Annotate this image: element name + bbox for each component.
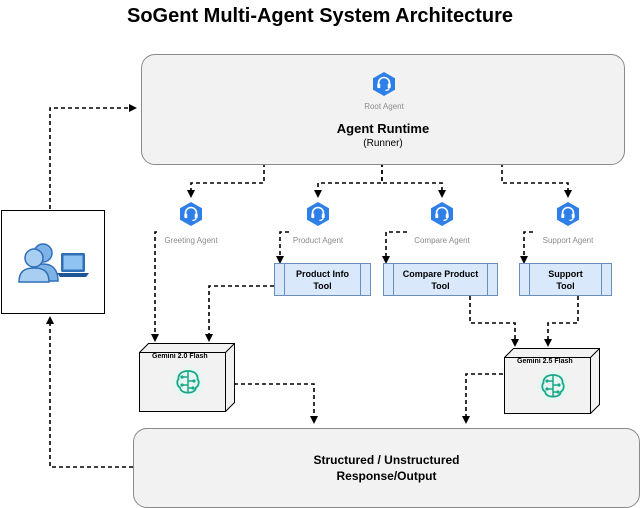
agent-compare[interactable]: Compare Agent bbox=[392, 200, 492, 248]
tool-label-line1: Product Info bbox=[296, 268, 349, 279]
arrow-runtime-compare bbox=[381, 163, 446, 198]
root-agent-label: Root Agent bbox=[364, 102, 404, 111]
tool-label-line2: Tool bbox=[313, 280, 332, 291]
tool-label-line1: Compare Product bbox=[402, 268, 479, 279]
arrow-support-tool bbox=[520, 231, 533, 264]
arrow-supporttool-gemini25 bbox=[544, 296, 579, 347]
agent-label: Greeting Agent bbox=[164, 236, 218, 245]
model-label: Gemini 2.5 Flash bbox=[517, 358, 573, 365]
agent-label: Product Agent bbox=[292, 236, 344, 245]
headset-icon bbox=[557, 202, 579, 226]
tool-label-line2: Tool bbox=[431, 280, 450, 291]
agent-product[interactable]: Product Agent bbox=[268, 200, 368, 248]
headset-icon bbox=[307, 202, 329, 226]
arrow-runtime-support bbox=[501, 163, 572, 198]
arrow-user-to-runtime bbox=[49, 104, 137, 209]
agent-label: Support Agent bbox=[542, 236, 594, 245]
tool-label-line1: Support bbox=[548, 268, 583, 279]
brain-circuit-icon bbox=[172, 366, 204, 398]
brain-circuit-icon bbox=[537, 370, 569, 402]
runtime-subtitle: (Runner) bbox=[363, 138, 403, 149]
arrow-product-tool bbox=[276, 231, 289, 264]
runtime-title: Agent Runtime bbox=[336, 121, 430, 136]
gemini-20-flash-model[interactable]: Gemini 2.0 Flash bbox=[139, 343, 239, 413]
arrow-output-to-user bbox=[46, 316, 133, 468]
headset-icon bbox=[373, 72, 395, 96]
headset-icon bbox=[431, 202, 453, 226]
arrow-runtime-greeting bbox=[187, 163, 265, 198]
output-box[interactable]: Structured / Unstructured Response/Outpu… bbox=[133, 428, 640, 508]
agent-label: Compare Agent bbox=[414, 236, 470, 245]
user-client-box[interactable] bbox=[1, 210, 105, 314]
page-title: SoGent Multi-Agent System Architecture bbox=[127, 5, 513, 27]
model-label: Gemini 2.0 Flash bbox=[152, 353, 208, 360]
gemini-25-flash-model[interactable]: Gemini 2.5 Flash bbox=[504, 348, 604, 415]
arrow-comparetool-gemini25 bbox=[469, 296, 519, 347]
arrow-gemini20-output bbox=[234, 383, 318, 424]
headset-icon bbox=[180, 202, 202, 226]
agent-support[interactable]: Support Agent bbox=[518, 200, 618, 248]
arrow-runtime-product bbox=[314, 163, 383, 198]
arrow-compare-tool bbox=[382, 231, 407, 264]
user-laptop-icon bbox=[18, 243, 89, 283]
agent-greeting[interactable]: Greeting Agent bbox=[141, 200, 241, 248]
agent-runtime-box[interactable]: Root Agent Agent Runtime (Runner) bbox=[141, 54, 625, 165]
output-line2: Response/Output bbox=[336, 469, 437, 483]
arrow-gemini25-output bbox=[462, 373, 503, 424]
arrow-greeting-gemini20 bbox=[151, 231, 159, 342]
output-line1: Structured / Unstructured bbox=[313, 453, 460, 467]
arrow-producttool-gemini20 bbox=[205, 285, 274, 342]
tool-label-line2: Tool bbox=[556, 280, 575, 291]
